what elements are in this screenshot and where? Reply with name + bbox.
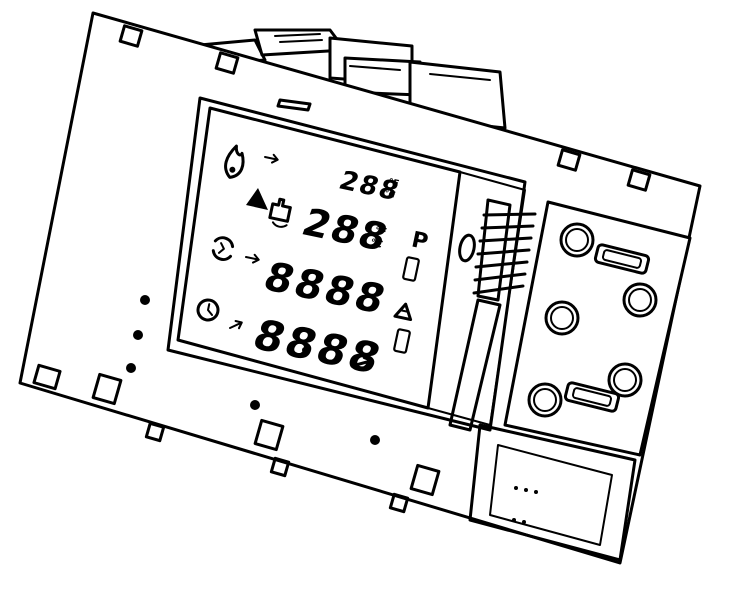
tap-water-icon: [268, 197, 292, 228]
bottom-edge-clips: [32, 363, 441, 514]
slot-switch-top: [593, 243, 651, 275]
push-button-lower-right: [607, 362, 643, 398]
flame-icon: [224, 144, 245, 179]
lower-right-connector: [468, 423, 637, 562]
lcd-display-module: 288 °F °C 288 °F °C P 8888: [166, 96, 527, 432]
warning-triangle-icon: [246, 188, 268, 210]
program-indicator-segment: [402, 256, 420, 282]
colon-dot: [302, 347, 308, 353]
push-button-right: [622, 282, 658, 318]
main-unit-f: °F: [373, 225, 388, 238]
arrow-right-icon: [245, 253, 260, 264]
slot-switch-bottom: [563, 381, 621, 413]
heatsink-fins: [472, 198, 537, 302]
main-unit-c: °C: [368, 238, 384, 251]
push-button-bottom-left: [527, 382, 563, 418]
status-oval-indicator: [458, 233, 476, 263]
arrow-right-icon: [350, 356, 374, 369]
recycle-indicator-segment: [393, 328, 411, 354]
push-button-middle-left: [544, 300, 580, 336]
arrow-right-icon: [229, 319, 243, 330]
arrow-right-icon: [264, 153, 279, 164]
push-button-top-left: [559, 222, 595, 258]
top-unit-c: °C: [382, 189, 397, 201]
recycle-icon: [393, 302, 413, 322]
mounting-dots: [126, 295, 380, 445]
top-unit-f: °F: [386, 178, 400, 190]
top-edge-tabs: [118, 24, 652, 192]
side-strip: [448, 298, 502, 432]
clock-icon: [196, 298, 220, 322]
pump-cycle-icon: [211, 236, 235, 261]
button-panel: [503, 200, 692, 457]
program-label: P: [409, 228, 430, 256]
